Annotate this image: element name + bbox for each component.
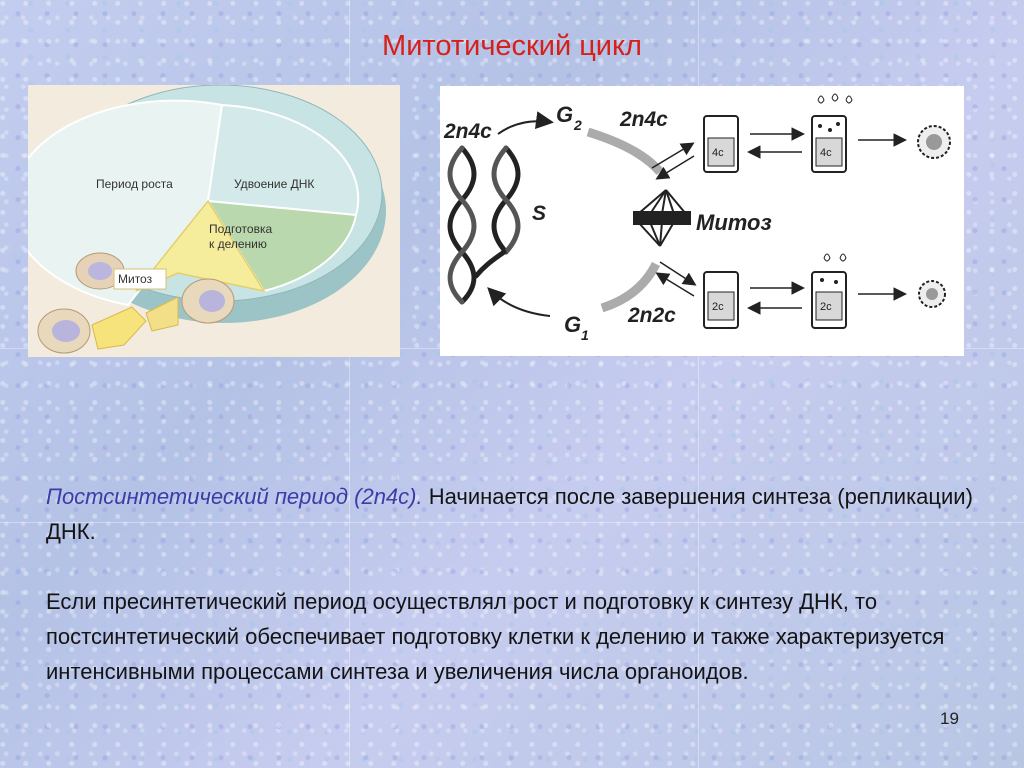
paragraph-1-text: Начинается после завершения синтеза (реп… xyxy=(46,484,973,544)
pie-label-mitosis: Митоз xyxy=(118,272,153,286)
slide-body: Постсинтетический период (2n4c). Начинае… xyxy=(46,479,986,689)
pie-label-dna-doubling: Удвоение ДНК xyxy=(234,177,314,191)
beaker-2c-with-precursors-icon xyxy=(811,253,847,329)
box-label-2c-a: 2c xyxy=(712,301,724,313)
label-2n4c-right: 2n4c xyxy=(619,108,668,131)
box-label-2c-b: 2c xyxy=(820,301,832,313)
paragraph-postsynthetic: Постсинтетический период (2n4c). Начинае… xyxy=(46,479,986,549)
label-g2: G xyxy=(556,102,573,127)
mitotic-cycle-diagram: 2n4c 2n4c 2n2c G 2 G 1 S Митоз xyxy=(440,86,964,356)
nucleus-4c-icon xyxy=(917,125,951,159)
preparation-sector xyxy=(206,199,358,293)
cycle-svg: 2n4c 2n4c 2n2c G 2 G 1 S Митоз xyxy=(443,93,951,343)
label-g2-sub: 2 xyxy=(573,117,582,133)
pie-svg: Период роста Удвоение ДНК Подготовка к д… xyxy=(9,84,386,354)
cell-cycle-pie-illustration: Период роста Удвоение ДНК Подготовка к д… xyxy=(9,84,400,357)
label-mitosis: Митоз xyxy=(696,210,772,235)
box-label-4c-b: 4c xyxy=(820,147,832,159)
dna-doubling-sector xyxy=(206,103,360,217)
label-g1-sub: 1 xyxy=(581,327,589,343)
pie-label-preparation-1: Подготовка xyxy=(209,222,272,236)
paragraph-comparison: Если пресинтетический период осуществлял… xyxy=(46,589,945,684)
beaker-4c-icon xyxy=(703,115,739,173)
mitosis-wedge xyxy=(135,199,266,293)
arrow-s-to-g2 xyxy=(497,111,554,135)
background-line xyxy=(349,0,350,768)
dna-helix-icon xyxy=(447,145,521,305)
pie-label-preparation-2: к делению xyxy=(209,237,267,251)
arrow-g2-to-mitosis xyxy=(586,127,664,175)
background-line xyxy=(0,522,1024,523)
label-2n4c-left: 2n4c xyxy=(443,120,492,143)
term-postsynthetic-period: Постсинтетический период (2n4c). xyxy=(46,484,423,509)
mitotic-spindle-icon xyxy=(633,189,691,247)
page-number: 19 xyxy=(940,709,959,728)
beaker-4c-with-precursors-icon xyxy=(811,93,853,173)
slide-title: Митотический цикл xyxy=(382,30,642,62)
beaker-2c-icon xyxy=(703,271,739,329)
nucleus-2c-icon xyxy=(918,280,946,308)
arrow-mitosis-to-g1 xyxy=(600,261,661,313)
label-2n2c: 2n2c xyxy=(627,304,676,327)
box-label-4c-a: 4c xyxy=(712,147,724,159)
label-s-phase: S xyxy=(532,202,546,225)
background-line xyxy=(698,0,699,768)
label-g1: G xyxy=(564,312,581,337)
pie-label-growth: Период роста xyxy=(96,177,173,191)
arrow-g1-to-s xyxy=(487,287,551,317)
